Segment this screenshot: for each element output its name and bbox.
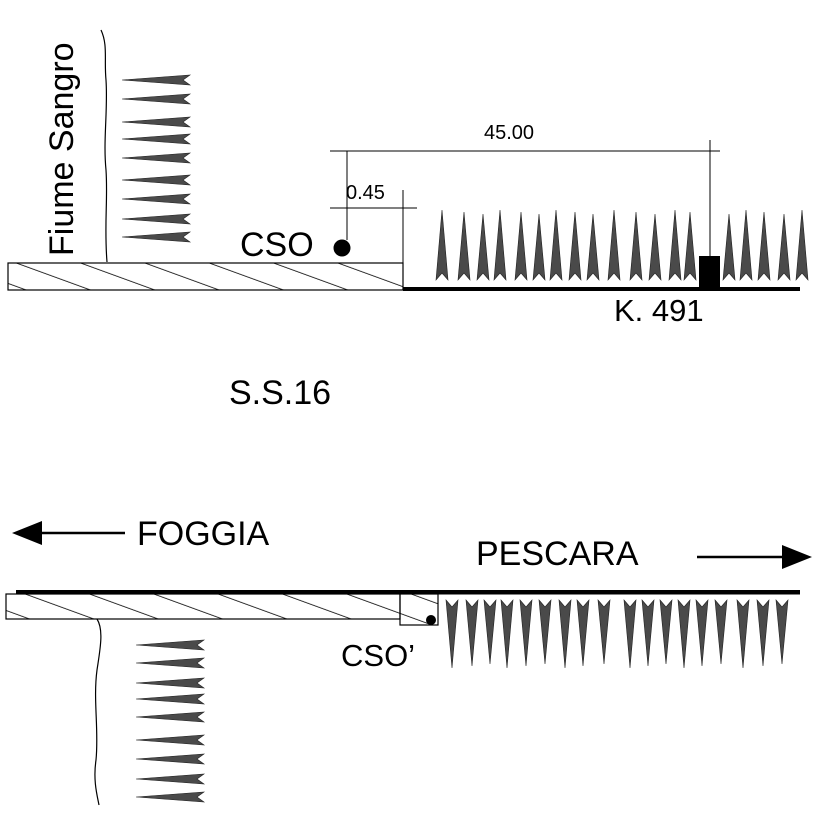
spike-vegetation-icon [659,599,673,665]
river-bank-line-bottom [94,618,102,806]
river-label: Fiume Sangro [43,42,81,256]
spike-vegetation-icon [532,213,546,281]
spike-vegetation-icon [757,211,771,281]
spike-vegetation-icon [135,711,206,723]
bridge-deck-bottom [5,593,401,620]
spike-vegetation-icon [677,599,691,669]
spike-vegetation-icon [121,116,192,128]
spike-vegetation-icon [121,231,192,243]
spike-vegetation-icon [538,599,552,665]
arrow-right-icon [697,545,812,569]
spike-vegetation-icon [775,599,789,665]
spike-vegetation-icon [648,213,662,281]
spike-vegetation-icon [135,657,206,669]
spike-vegetation-icon [135,639,206,651]
road-label: S.S.16 [229,374,331,412]
spike-vegetation-icon [568,211,582,281]
river-bank-line-top [100,29,108,263]
dimension-long-label: 45.00 [484,122,534,144]
spike-vegetation-icon [586,213,600,281]
river-vegetation-bottom [135,639,206,803]
spike-vegetation-icon [465,599,479,667]
roadside-vegetation-top [435,209,809,281]
spike-vegetation-icon [483,599,497,665]
spike-vegetation-icon [597,599,611,665]
spike-vegetation-icon [445,599,459,669]
spike-vegetation-icon [607,209,621,281]
spike-vegetation-icon [714,599,728,665]
direction-right-label: PESCARA [476,535,639,573]
spike-vegetation-icon [476,213,490,281]
bridge-deck-top [7,262,404,291]
spike-vegetation-icon [121,93,192,105]
spike-vegetation-icon [514,211,528,281]
cso-prime-point-icon [426,615,436,625]
spike-vegetation-icon [135,753,206,765]
spike-vegetation-icon [623,599,637,669]
roadside-vegetation-bottom [445,599,789,669]
marker-label: K. 491 [614,293,704,328]
spike-vegetation-icon [558,599,572,669]
spike-vegetation-icon [457,211,471,281]
dimension-short-label: 0.45 [346,182,385,204]
spike-vegetation-icon [629,211,643,281]
spike-vegetation-icon [777,213,791,281]
river-vegetation-top [121,74,192,243]
spike-vegetation-icon [519,599,533,667]
kilometer-marker-icon [699,256,720,290]
spike-vegetation-icon [736,599,750,669]
spike-vegetation-icon [135,693,206,705]
spike-vegetation-icon [135,791,206,803]
spike-vegetation-icon [576,599,590,667]
spike-vegetation-icon [121,152,192,164]
spike-vegetation-icon [435,209,449,281]
spike-vegetation-icon [549,209,563,281]
direction-left-label: FOGGIA [137,515,270,553]
arrow-left-icon [12,521,125,545]
spike-vegetation-icon [121,193,192,205]
spike-vegetation-icon [121,213,192,225]
spike-vegetation-icon [695,599,709,667]
spike-vegetation-icon [121,133,192,145]
spike-vegetation-icon [135,677,206,689]
spike-vegetation-icon [121,174,192,186]
spike-vegetation-icon [668,209,682,281]
spike-vegetation-icon [722,213,736,281]
spike-vegetation-icon [493,209,507,281]
spike-vegetation-icon [135,734,206,746]
spike-vegetation-icon [500,599,514,669]
spike-vegetation-icon [121,74,192,86]
cso-prime-label: CSO’ [341,638,415,673]
spike-vegetation-icon [739,209,753,281]
cso-point-icon [333,239,351,257]
spike-vegetation-icon [756,599,770,667]
spike-vegetation-icon [795,209,809,281]
spike-vegetation-icon [683,211,697,281]
spike-vegetation-icon [135,773,206,785]
cso-label: CSO [240,226,314,264]
spike-vegetation-icon [641,599,655,667]
